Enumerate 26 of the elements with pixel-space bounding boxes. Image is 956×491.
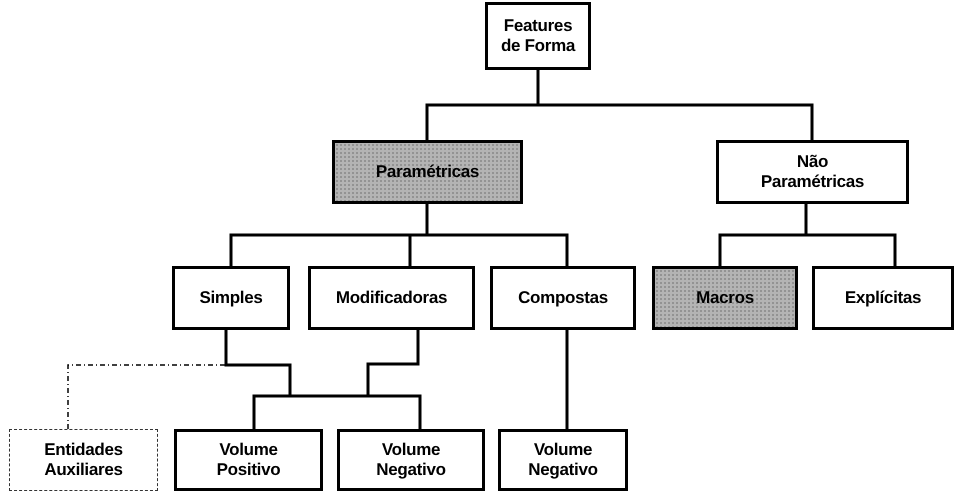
box-label: Compostas <box>518 288 608 308</box>
category-box <box>812 266 954 330</box>
box-label: Simples <box>199 288 263 308</box>
connector-line <box>804 204 896 266</box>
box-label: Explícitas <box>844 288 922 308</box>
category-box <box>337 429 485 491</box>
category-box <box>172 266 290 330</box>
category-box <box>498 429 628 491</box>
category-box <box>308 266 475 330</box>
box-label: Volume Positivo <box>216 440 282 480</box>
shaded-box <box>332 140 523 204</box>
category-box <box>716 140 909 204</box>
category-box <box>485 2 591 70</box>
box-label: Paramétricas <box>376 162 480 182</box>
box-label: Entidades Auxiliares <box>43 440 124 480</box>
box-label: Não Paramétricas <box>760 152 866 192</box>
box-label: Features de Forma <box>500 16 576 56</box>
box-label: Volume Negativo <box>375 440 447 480</box>
box-label: Modificadoras <box>336 288 448 308</box>
dashed-box <box>9 429 158 491</box>
category-box <box>174 429 323 491</box>
shaded-box <box>652 266 798 330</box>
connector-line <box>566 330 568 429</box>
box-label: Volume Negativo <box>527 440 599 480</box>
category-box <box>490 266 636 330</box>
box-label: Macros <box>696 288 754 308</box>
